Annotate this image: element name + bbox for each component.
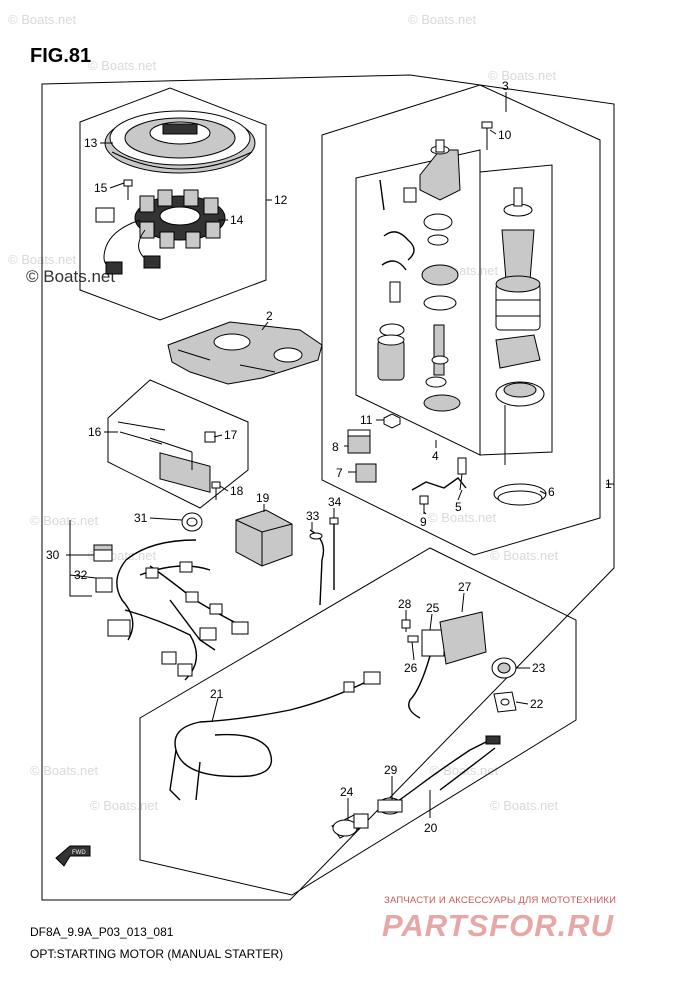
part-9-bolt: [419, 495, 429, 514]
advert-tagline: ЗАПЧАСТИ И АКСЕССУАРЫ ДЛЯ МОТОТЕХНИКИ: [384, 895, 616, 906]
part-starter-armature: [495, 187, 545, 465]
harness-main: [107, 539, 249, 681]
part-16-17-rectifier: [117, 421, 216, 493]
callout-32: 32: [74, 568, 88, 582]
callout-2: 2: [266, 309, 273, 323]
part-7-relay: [355, 463, 377, 483]
callout-7: 7: [336, 466, 343, 480]
part-23-cap: [491, 657, 517, 679]
part-24-switch: [331, 813, 369, 839]
callout-10: 10: [498, 128, 512, 142]
callout-31: 31: [134, 511, 148, 525]
figure-caption: OPT:STARTING MOTOR (MANUAL STARTER): [30, 947, 283, 961]
fwd-label: FWD: [72, 850, 86, 856]
callout-17: 17: [224, 428, 238, 442]
watermark-layer: © Boats.net © Boats.net © Boats.net © Bo…: [8, 12, 559, 813]
watermark-text: © Boats.net: [30, 763, 99, 778]
watermark-strong: © Boats.net: [26, 267, 115, 286]
callout-27: 27: [458, 580, 472, 594]
callout-11: 11: [360, 413, 373, 427]
callout-3: 3: [502, 79, 509, 93]
callout-4: 4: [432, 449, 439, 463]
part-6-band: [493, 483, 547, 506]
part-22-plate: [493, 691, 517, 713]
callout-20: 20: [424, 821, 438, 835]
watermark-text: © Boats.net: [428, 510, 497, 525]
watermark-text: © Boats.net: [90, 798, 159, 813]
callout-26: 26: [404, 661, 418, 675]
watermark-text: © Boats.net: [8, 12, 77, 27]
callout-13: 13: [84, 136, 98, 150]
part-starter-levers: [377, 179, 417, 381]
callout-21: 21: [210, 687, 224, 701]
callout-16: 16: [88, 425, 102, 439]
callout-8: 8: [332, 440, 339, 454]
callout-23: 23: [532, 661, 546, 675]
part-29-grommet: [377, 797, 403, 815]
part-30-coupler: [93, 544, 113, 562]
fwd-arrow-icon: FWD: [55, 845, 91, 867]
watermark-text: © Boats.net: [88, 58, 157, 73]
watermark-text: © Boats.net: [408, 12, 477, 27]
group-box-12: [79, 87, 267, 321]
group-box-20: [139, 547, 577, 896]
callout-1: 1: [605, 477, 612, 491]
callout-6: 6: [548, 485, 555, 499]
group-box-starter: [321, 84, 601, 556]
callout-33: 33: [306, 509, 320, 523]
advert-logo: PARTSFOR.RU: [382, 908, 615, 943]
part-21-lead-wire: [169, 671, 381, 801]
callout-numbers: 1 2 3 4 5 6 7 8 9 10 11 12 13 14 15 16 1…: [46, 79, 612, 835]
watermark-text: © Boats.net: [30, 513, 99, 528]
callout-9: 9: [420, 515, 427, 529]
part-13-flywheel: [104, 110, 256, 174]
callout-19: 19: [256, 491, 270, 505]
part-19-relay-unit: [235, 509, 293, 567]
callout-28: 28: [398, 597, 412, 611]
part-25-switch: [408, 629, 445, 719]
figure-title: FIG.81: [30, 45, 91, 67]
part-14-stator: [95, 189, 226, 275]
watermark-text: © Boats.net: [488, 68, 557, 83]
callout-5: 5: [455, 500, 462, 514]
part-31-grommet: [181, 512, 203, 532]
callout-29: 29: [384, 763, 398, 777]
part-28-screw: [401, 619, 411, 632]
part-5-bracket: [411, 457, 467, 491]
callout-22: 22: [530, 697, 544, 711]
part-11-nut: [383, 413, 401, 429]
callout-30: 30: [46, 548, 60, 562]
outer-frame: [41, 74, 615, 901]
part-2-bracket: [167, 321, 323, 385]
watermark-text: © Boats.net: [490, 798, 559, 813]
part-27-plate: [439, 611, 487, 665]
watermark-text: © Boats.net: [490, 548, 559, 563]
leader-lines: [66, 92, 614, 820]
part-15-bolt: [123, 179, 133, 200]
part-10-bolt: [481, 121, 493, 150]
callout-25: 25: [426, 601, 440, 615]
part-26-nut: [407, 635, 419, 643]
group-bracket-30: [69, 520, 92, 597]
part-starter-pinion-housing: [419, 139, 461, 201]
part-33-cable-tie: [309, 529, 325, 606]
part-32-coupler: [95, 577, 113, 593]
part-18-bolt: [211, 481, 221, 500]
part-starter-gears: [421, 213, 461, 412]
callout-14: 14: [230, 213, 244, 227]
part-34-cable-tie: [329, 517, 339, 590]
callout-18: 18: [230, 484, 244, 498]
figure-code: DF8A_9.9A_P03_013_081: [30, 925, 174, 939]
part-8-relay: [347, 429, 371, 454]
callout-15: 15: [94, 181, 108, 195]
group-box-motor: [479, 164, 553, 456]
watermark-text: © Boats.net: [430, 763, 499, 778]
callout-24: 24: [340, 785, 354, 799]
group-box-4: [355, 149, 481, 456]
callout-34: 34: [328, 495, 342, 509]
group-box-16: [107, 379, 249, 509]
callout-12: 12: [274, 193, 288, 207]
